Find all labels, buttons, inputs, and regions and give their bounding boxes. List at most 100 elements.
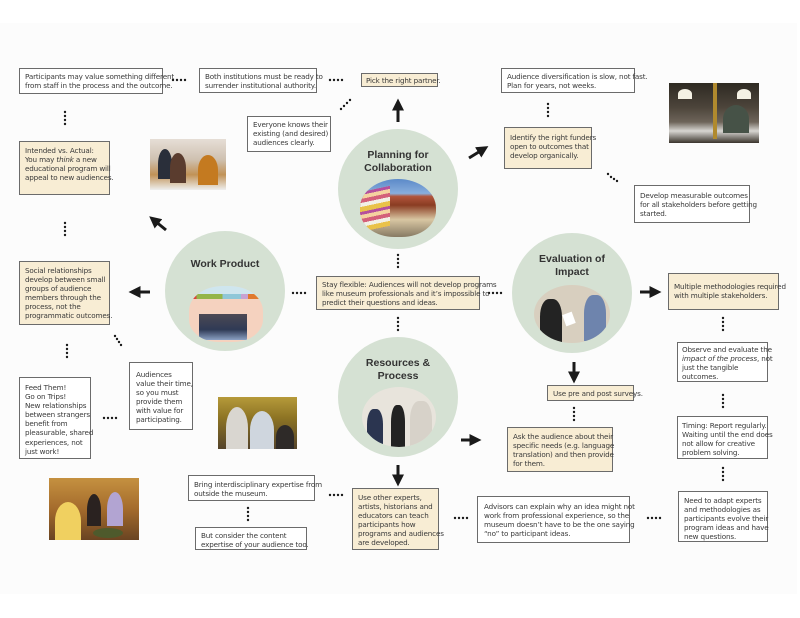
hub-resources-and-process: Resources & Process <box>338 337 458 457</box>
arrow-to-intended-actual <box>149 216 167 232</box>
box-text-line: so you must <box>136 388 179 398</box>
meeting-photo <box>362 387 436 447</box>
website-screenshot <box>189 286 263 342</box>
box-text-line: new questions. <box>684 532 737 542</box>
box-text-line: experiences, not <box>25 437 83 447</box>
box-text-line: process, not the <box>25 302 81 312</box>
box-text-line: Plan for years, not weeks. <box>507 81 597 91</box>
box-text-line: for them. <box>513 459 545 469</box>
box-text-line: appeal to new audiences. <box>25 173 114 183</box>
dots-intended-social <box>63 221 67 237</box>
box-text-line: Waiting until the end does <box>682 430 773 440</box>
box-advisors: Advisors can explain why an idea might n… <box>477 496 635 543</box>
box-both-institutions: Both institutions must be ready to surre… <box>199 68 323 93</box>
hub-title-line: Impact <box>555 266 589 278</box>
dots-planning-flexible <box>396 253 400 269</box>
box-everyone-knows: Everyone knows their existing (and desir… <box>247 116 331 152</box>
box-text-line: audiences clearly. <box>253 138 315 148</box>
dots-participants-intended <box>63 110 67 126</box>
arrow-to-identify-funders <box>468 146 489 160</box>
box-text-line: between strangers <box>25 410 90 420</box>
box-consider-content: But consider the content expertise of yo… <box>195 527 309 550</box>
box-text-line: Audience diversification is slow, not fa… <box>507 72 648 81</box>
dots-surveys-ask <box>572 406 576 422</box>
evaluation-photo <box>534 285 610 343</box>
box-timing: Timing: Report regularly. Waiting until … <box>677 416 773 459</box>
box-ask-audience: Ask the audience about their specific ne… <box>507 427 615 472</box>
box-identify-funders: Identify the right funders open to outco… <box>504 127 597 169</box>
hub-planning-for-collaboration: Planning for Collaboration <box>338 129 458 249</box>
box-text-line: participants evolve their <box>684 514 769 524</box>
box-use-other-experts: Use other experts, artists, historians a… <box>352 488 444 550</box>
box-multiple-methodologies: Multiple methodologies required with mul… <box>668 273 786 310</box>
building-photo <box>360 179 436 237</box>
box-text-line: work from professional experience, so th… <box>484 511 630 521</box>
emphasis-text: think <box>56 155 74 165</box>
box-text-line: You may think a new <box>25 155 97 165</box>
box-pre-post-surveys: Use pre and post surveys. <box>547 385 643 401</box>
box-text-line: just work! <box>25 446 60 456</box>
box-text-line: Advisors can explain why an idea might n… <box>484 502 635 511</box>
box-text-line: started. <box>640 209 667 219</box>
box-audiences-value-time: Audiences value their time, so you must … <box>129 362 193 430</box>
box-text-line: Audiences <box>136 370 172 379</box>
hub-title-line: Process <box>377 370 419 382</box>
box-text-line: Use other experts, <box>358 493 422 502</box>
box-text-line: develop between small <box>25 275 106 285</box>
seniors-photo <box>218 397 297 449</box>
box-text-line: Need to adapt experts <box>684 496 762 505</box>
box-text-line: Bring interdisciplinary expertise from <box>194 480 322 489</box>
box-need-to-adapt: Need to adapt experts and methodologies … <box>678 491 769 542</box>
library-photo <box>669 83 759 143</box>
box-text-line: specific needs (e.g. language <box>513 441 615 451</box>
box-social-relationships: Social relationships develop between sma… <box>19 261 113 325</box>
box-text-line: translation) and then provide <box>513 450 614 460</box>
dots-advisors-adapt <box>646 516 662 520</box>
dots-diversification-funders <box>546 102 550 118</box>
box-text-line: participants how <box>358 520 416 530</box>
dots-flexible-resources <box>396 316 400 332</box>
box-text-line: existing (and desired) <box>253 129 329 139</box>
group-discussion-photo <box>150 139 226 190</box>
dots-work-audiences <box>113 334 123 347</box>
dots-both-pick <box>328 78 344 82</box>
dots-feed-audiences <box>102 416 118 420</box>
box-text-line: Feed Them! <box>25 383 67 392</box>
dots-observe-timing <box>721 393 725 409</box>
box-text-line: Both institutions must be ready to <box>205 72 323 81</box>
box-text-line: develop organically. <box>510 151 579 161</box>
box-text-line: like museum professionals and it’s impos… <box>322 289 490 299</box>
box-feed-them: Feed Them! Go on Trips! New relationship… <box>19 377 93 459</box>
box-pick-right-partner: Pick the right partner. <box>361 73 441 87</box>
dots-pick-everyone <box>339 98 352 111</box>
dots-bring-consider <box>246 506 250 522</box>
box-text-line: Social relationships <box>25 266 92 275</box>
box-text-line: participating. <box>136 415 182 425</box>
dots-participants-both <box>171 78 187 82</box>
box-text-line: Identify the right funders <box>510 133 597 142</box>
box-stay-flexible: Stay flexible: Audiences will not develo… <box>316 276 497 310</box>
box-text-line: Timing: Report regularly. <box>682 421 767 430</box>
box-text-line: Pick the right partner. <box>366 76 441 85</box>
box-text-line: just the tangible <box>682 363 739 373</box>
box-text-line: surrender institutional authority. <box>205 81 316 91</box>
hub-title-line: Planning for <box>367 149 429 161</box>
box-text-line: outcomes. <box>682 372 719 382</box>
box-participants-value: Participants may value something differe… <box>19 68 174 94</box>
hub-evaluation-of-impact: Evaluation of Impact <box>512 233 632 353</box>
box-text-line: programmatic outcomes. <box>25 311 113 321</box>
emphasis-text: impact of the process <box>682 354 757 364</box>
box-text-line: Intended vs. Actual: <box>25 146 94 155</box>
box-text-line: outside the museum. <box>194 489 268 499</box>
box-text-line: Ask the audience about their <box>513 432 613 441</box>
box-text-line: value their time, <box>136 379 193 389</box>
box-text-line: benefit from <box>25 419 68 429</box>
dots-bring-experts <box>328 493 344 497</box>
box-text-line: programs and audiences <box>358 529 444 539</box>
dots-funders-measurable <box>606 172 619 183</box>
box-text-line: provide them <box>136 397 183 407</box>
dots-timing-adapt <box>721 466 725 482</box>
box-text-line: educators can teach <box>358 511 429 521</box>
dots-flexible-evaluation <box>487 291 503 295</box>
box-text-line: and methodologies as <box>684 505 761 515</box>
